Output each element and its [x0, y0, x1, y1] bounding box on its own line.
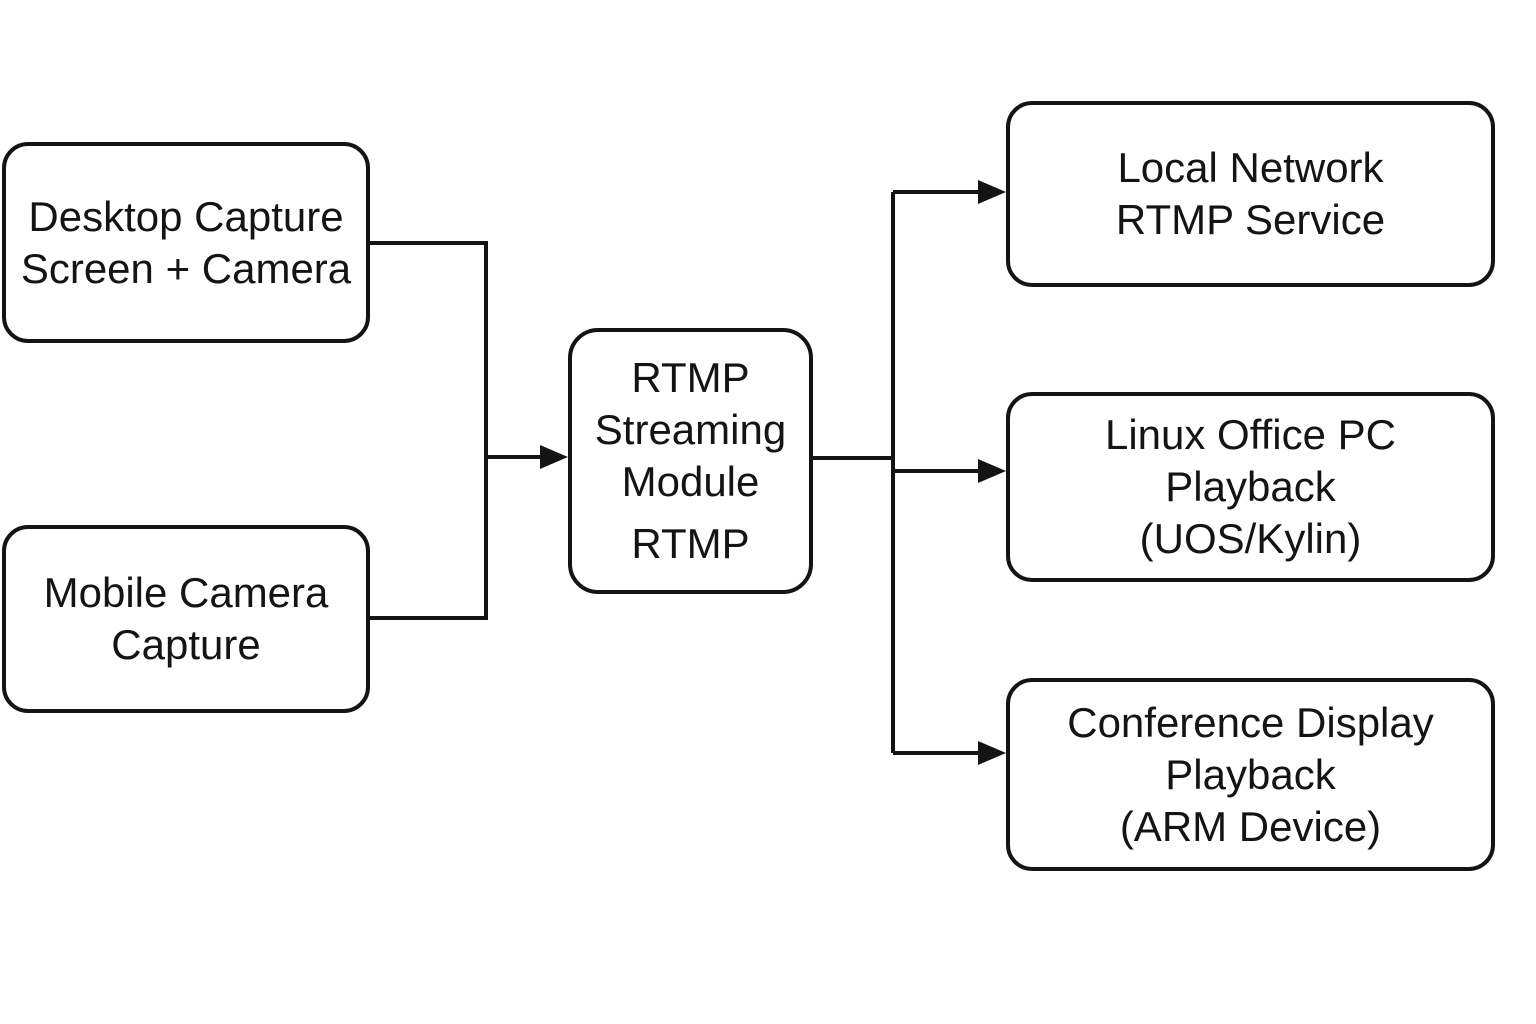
- node-label-line: Playback: [1165, 463, 1336, 510]
- arrowhead-into-module: [540, 445, 568, 469]
- node-label-line: (ARM Device): [1119, 802, 1382, 850]
- node-label-line: Conference Display: [1067, 698, 1434, 746]
- node-sublabel: RTMP: [631, 520, 750, 567]
- node-local-rtmp-service: Local Network RTMP Service: [1006, 101, 1495, 287]
- arrowhead-to-linux-pc-playback: [978, 459, 1006, 483]
- node-label-line: Desktop Capture: [28, 192, 344, 240]
- node-label-line: (UOS/Kylin): [1139, 515, 1362, 562]
- node-label-line: Local Network: [1117, 144, 1384, 191]
- node-label-line: Streaming: [594, 406, 787, 453]
- arrowhead-to-local-rtmp-service: [978, 180, 1006, 204]
- node-linux-pc-playback: Linux Office PC Playback (UOS/Kylin): [1006, 392, 1495, 582]
- edge-sources-join: [370, 241, 488, 620]
- node-label-line: Playback: [1165, 750, 1336, 798]
- node-label-line: Linux Office PC: [1104, 411, 1397, 458]
- node-label-line: Capture: [111, 621, 261, 668]
- node-rtmp-module: RTMP Streaming Module RTMP: [568, 328, 813, 594]
- node-desktop-capture: Desktop Capture Screen + Camera: [2, 142, 370, 343]
- node-mobile-capture: Mobile Camera Capture: [2, 525, 370, 713]
- node-label-line: Screen + Camera: [20, 244, 352, 292]
- node-label-line: Mobile Camera: [43, 569, 329, 616]
- arrowhead-to-conference-display: [978, 741, 1006, 765]
- node-conference-display-playback: Conference Display Playback (ARM Device): [1006, 678, 1495, 871]
- node-label-line: RTMP Service: [1115, 196, 1386, 243]
- node-label-line: Module: [621, 458, 760, 505]
- node-label-line: RTMP: [631, 354, 750, 401]
